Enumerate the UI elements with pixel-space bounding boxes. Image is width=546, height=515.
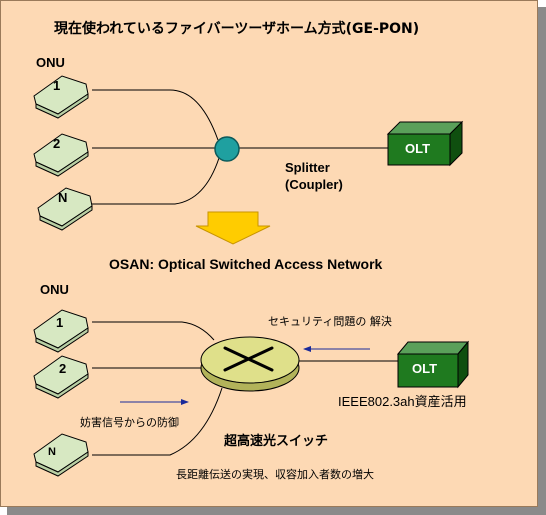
bottom-olt-label: OLT bbox=[412, 361, 438, 376]
switch-label: 超高速光スイッチ bbox=[224, 434, 329, 449]
switch-cross-icon bbox=[223, 346, 274, 372]
top-onu-n-label: N bbox=[58, 190, 68, 205]
bottom-onu-2-label: 2 bbox=[59, 361, 67, 376]
bottom-onu-2[interactable] bbox=[33, 355, 89, 399]
top-onu-heading: ONU bbox=[36, 55, 65, 70]
bottom-fiber-lines bbox=[92, 321, 398, 456]
splitter-label-line2: (Coupler) bbox=[285, 177, 343, 192]
splitter-label-line1: Splitter bbox=[285, 160, 330, 175]
top-fiber-lines bbox=[92, 89, 390, 205]
osan-title: OSAN: Optical Switched Access Network bbox=[109, 256, 383, 272]
transition-arrow bbox=[195, 211, 271, 245]
bottom-onu-1-label: 1 bbox=[56, 315, 64, 330]
fiber-line-onuN bbox=[92, 157, 220, 205]
osan-line-onuN bbox=[92, 387, 223, 456]
splitter-node bbox=[214, 136, 240, 162]
ieee-label: IEEE802.3ah資産活用 bbox=[338, 394, 467, 409]
bottom-onu-heading: ONU bbox=[40, 282, 69, 297]
defense-label: 妨害信号からの防御 bbox=[80, 416, 179, 429]
top-olt-label: OLT bbox=[405, 141, 431, 156]
security-label: セキュリティ問題の 解決 bbox=[268, 315, 392, 328]
osan-line-onu1 bbox=[92, 321, 215, 341]
diagram-title: 現在使われているファイバーツーザホーム方式(GE-PON) bbox=[54, 21, 420, 37]
top-olt-box[interactable] bbox=[386, 120, 464, 167]
bottom-onu-1[interactable] bbox=[33, 309, 89, 353]
top-onu-1-label: 1 bbox=[53, 78, 61, 93]
benefit-label: 長距離伝送の実現、収容加入者数の増大 bbox=[176, 468, 374, 481]
top-onu-2-label: 2 bbox=[53, 136, 61, 151]
top-onu-n[interactable] bbox=[37, 187, 93, 231]
frame-shadow-bottom bbox=[7, 507, 546, 515]
top-onu-1[interactable] bbox=[33, 75, 89, 119]
bottom-onu-n-label: N bbox=[48, 446, 56, 458]
top-onu-2[interactable] bbox=[33, 133, 89, 177]
bottom-onu-n[interactable] bbox=[33, 433, 89, 477]
diagram-background bbox=[0, 0, 538, 507]
optical-switch[interactable] bbox=[200, 336, 300, 392]
frame-shadow-right bbox=[538, 7, 546, 515]
bottom-olt-box[interactable] bbox=[396, 340, 470, 389]
fiber-line-onu1 bbox=[92, 89, 219, 141]
